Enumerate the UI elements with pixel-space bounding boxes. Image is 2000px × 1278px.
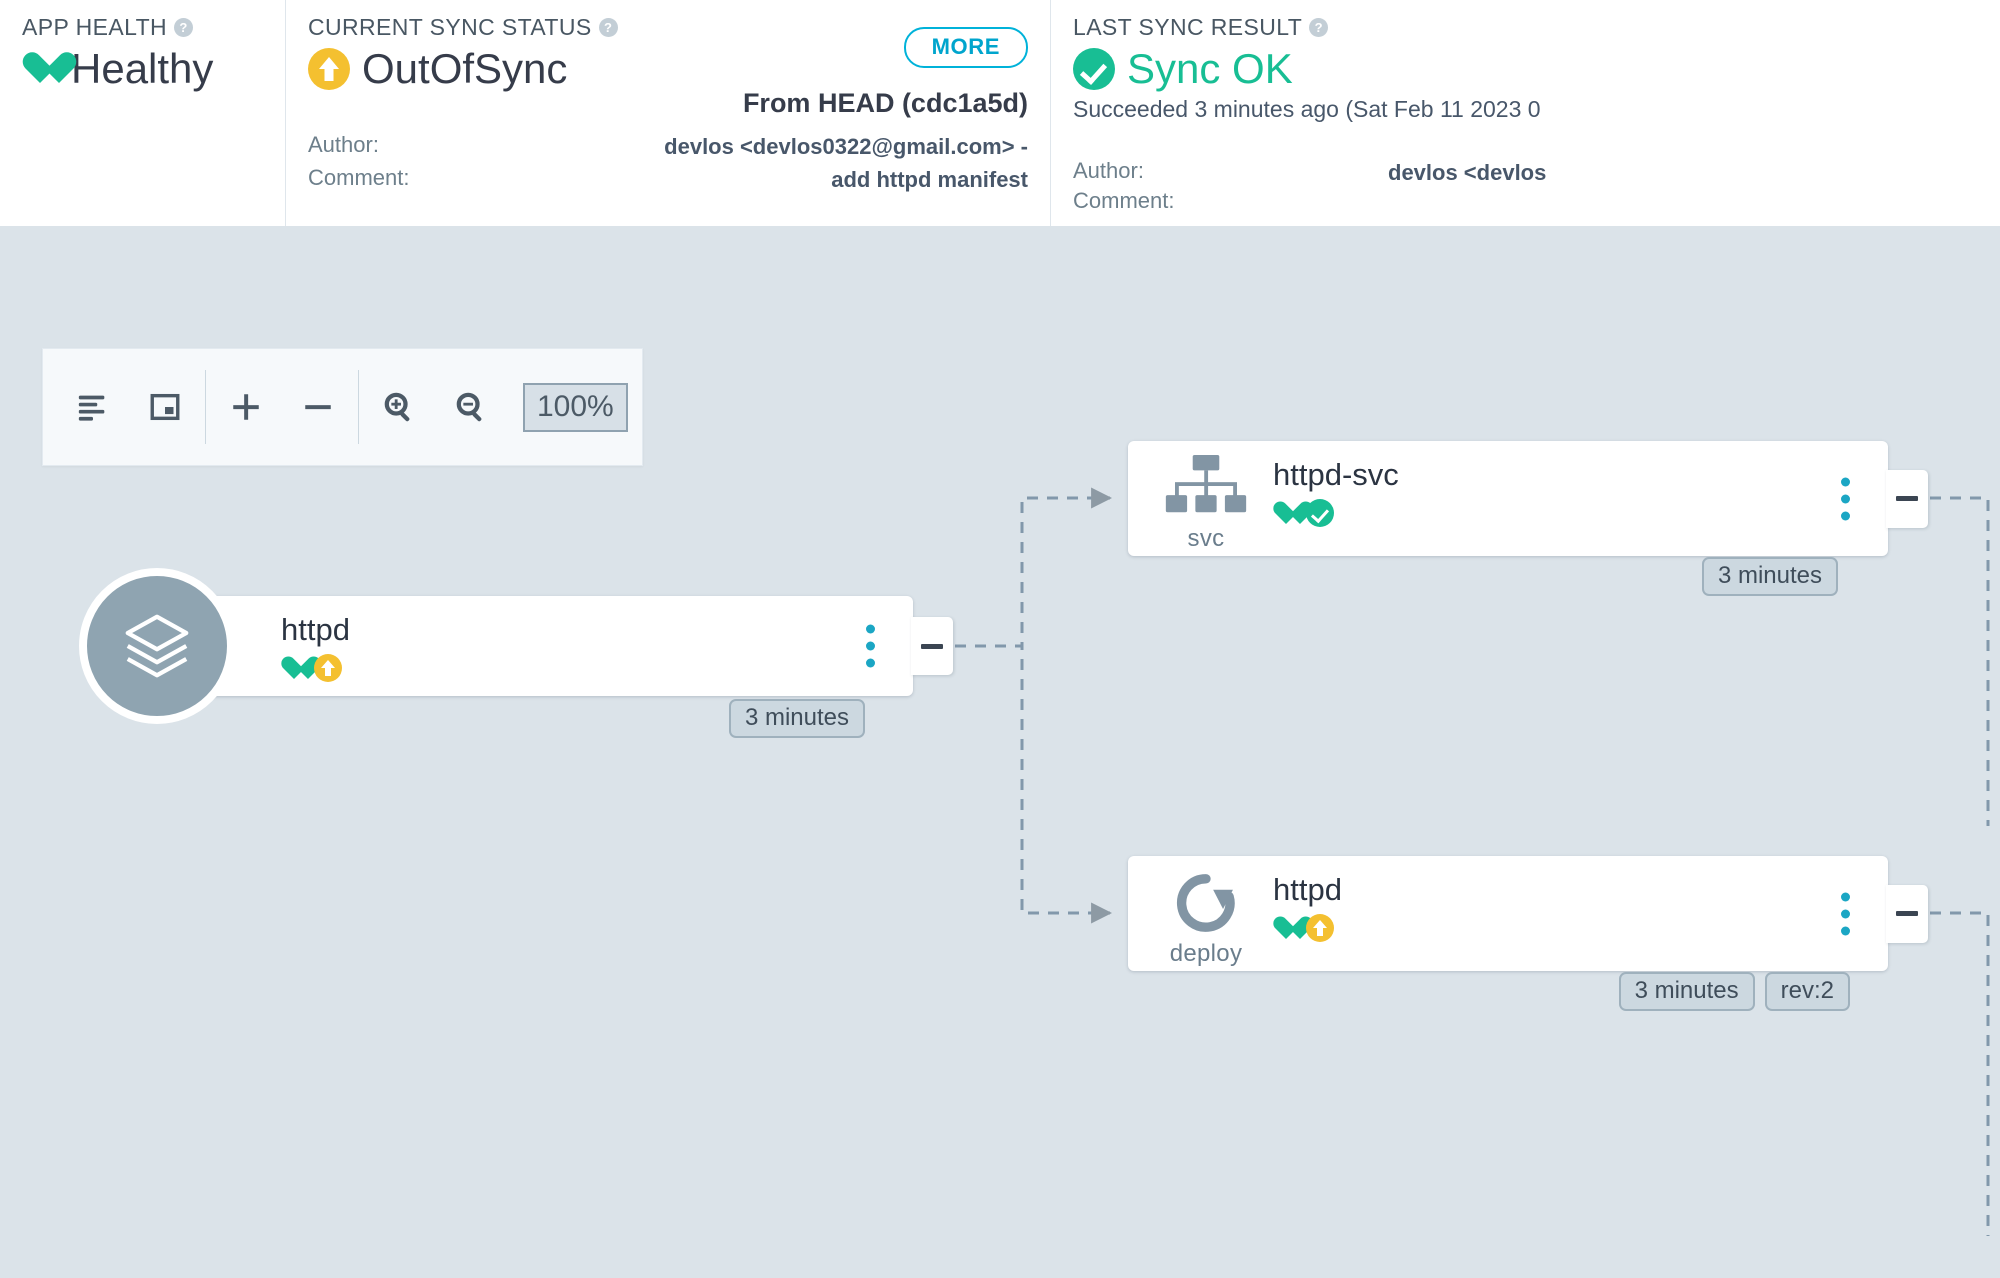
last-sync-result-panel: LAST SYNC RESULT ? Sync OK Succeeded 3 m… xyxy=(1050,0,2000,226)
current-sync-status-title-label: CURRENT SYNC STATUS xyxy=(308,14,592,40)
help-circle-icon[interactable]: ? xyxy=(598,18,618,37)
last-sync-result-value: Sync OK xyxy=(1073,45,1978,92)
toolbar-divider xyxy=(205,370,206,444)
heart-icon xyxy=(1273,501,1300,526)
node-pill-row: 3 minutes xyxy=(728,699,865,738)
node-title: httpd-svc xyxy=(1273,457,1399,492)
graph-node-svc-httpd-svc[interactable]: svc httpd-svc 3 minutes xyxy=(1128,441,1928,596)
collapse-all-button[interactable] xyxy=(282,349,354,465)
arrow-up-circle-icon xyxy=(1306,914,1334,942)
last-sync-comment-label: Comment: xyxy=(1073,188,1175,213)
list-lines-icon xyxy=(78,395,105,421)
graph-node-app-httpd[interactable]: httpd 3 minutes xyxy=(79,568,953,738)
rotate-arrow-glyph xyxy=(1177,874,1235,932)
last-sync-result-text: Sync OK xyxy=(1127,45,1293,92)
sync-revision: From HEAD (cdc1a5d) xyxy=(742,88,1028,118)
layers-stack-icon xyxy=(125,614,189,678)
fit-screen-icon xyxy=(150,393,180,421)
current-sync-meta: Author: devlos <devlos0322@gmail.com> - … xyxy=(308,132,1028,196)
kebab-menu-icon[interactable] xyxy=(1841,892,1850,935)
last-sync-author-label: Author: xyxy=(1073,158,1144,183)
last-sync-result-title: LAST SYNC RESULT ? xyxy=(1073,14,1978,41)
application-avatar xyxy=(79,568,235,724)
rotate-arrow-icon xyxy=(1158,870,1254,941)
current-sync-author-row: Author: devlos <devlos0322@gmail.com> - xyxy=(308,132,1028,163)
arrow-up-circle-icon xyxy=(308,47,350,90)
zoom-in-button[interactable] xyxy=(363,349,435,465)
node-pill-row: 3 minutes xyxy=(1701,557,1838,596)
current-sync-status-title: CURRENT SYNC STATUS ? xyxy=(308,14,1028,41)
service-tree-icon xyxy=(1158,455,1254,522)
node-pill-row: 3 minutes rev:2 xyxy=(1618,972,1850,1011)
kebab-menu-icon[interactable] xyxy=(866,624,875,668)
fit-to-screen-button[interactable] xyxy=(129,349,201,465)
help-circle-icon[interactable]: ? xyxy=(174,18,194,37)
app-health-status: Healthy xyxy=(22,45,263,92)
current-sync-comment-label: Comment: xyxy=(308,164,410,190)
last-sync-meta: Author: devlos <devlos Comment: xyxy=(1073,158,1978,218)
node-age-pill: 3 minutes xyxy=(1618,972,1755,1011)
more-button[interactable]: MORE xyxy=(903,27,1028,68)
last-sync-comment-row: Comment: xyxy=(1073,188,1978,218)
app-health-status-text: Healthy xyxy=(71,45,214,92)
expand-all-button[interactable] xyxy=(210,349,282,465)
current-sync-status-text: OutOfSync xyxy=(362,45,568,92)
heart-icon xyxy=(281,656,308,681)
magnifier-minus-icon xyxy=(456,392,482,422)
help-circle-icon[interactable]: ? xyxy=(1309,18,1329,37)
node-status-badges xyxy=(1273,499,1334,527)
last-sync-author-row: Author: devlos <devlos xyxy=(1073,158,1978,188)
node-age-pill: 3 minutes xyxy=(1701,557,1838,596)
current-sync-author-label: Author: xyxy=(308,132,379,157)
collapse-minus-icon[interactable] xyxy=(1886,884,1928,943)
minus-icon xyxy=(305,405,331,410)
app-health-title-label: APP HEALTH xyxy=(22,14,168,40)
toolbar-divider xyxy=(358,370,359,444)
check-circle-icon xyxy=(1306,499,1334,527)
node-age-pill: 3 minutes xyxy=(728,699,865,738)
current-sync-comment-row: Comment: add httpd manifest xyxy=(308,165,1028,196)
current-sync-author-value: devlos <devlos0322@gmail.com> - xyxy=(664,134,1028,159)
heart-icon xyxy=(22,52,59,86)
app-health-title: APP HEALTH ? xyxy=(22,14,263,41)
graph-node-deploy-httpd[interactable]: deploy httpd 3 minutes rev:2 xyxy=(1128,856,1928,1011)
toggle-compact-view-button[interactable] xyxy=(57,349,129,465)
check-circle-icon xyxy=(1073,47,1115,90)
arrow-up-circle-icon xyxy=(314,654,342,682)
last-sync-succeeded-text: Succeeded 3 minutes ago (Sat Feb 11 2023… xyxy=(1073,96,1541,123)
zoom-level-input[interactable]: 100% xyxy=(523,382,628,432)
app-health-panel: APP HEALTH ? Healthy xyxy=(0,0,285,226)
current-sync-comment-value: add httpd manifest xyxy=(831,166,1028,192)
node-kind-label: svc xyxy=(1187,525,1225,552)
node-status-badges xyxy=(1273,914,1334,942)
graph-toolbar[interactable]: 100% xyxy=(42,348,643,466)
current-sync-status-panel: CURRENT SYNC STATUS ? OutOfSync MORE Fro… xyxy=(285,0,1050,226)
service-tree-glyph xyxy=(1165,455,1247,513)
current-sync-status-value: OutOfSync xyxy=(308,45,1028,92)
node-kind-label: deploy xyxy=(1169,940,1243,967)
magnifier-plus-icon xyxy=(384,392,410,422)
kebab-menu-icon[interactable] xyxy=(1841,477,1850,520)
last-sync-author-value: devlos <devlos xyxy=(1388,160,1547,185)
zoom-out-button[interactable] xyxy=(435,349,507,465)
last-sync-result-title-label: LAST SYNC RESULT xyxy=(1073,14,1303,40)
node-title: httpd xyxy=(281,612,350,647)
node-revision-pill: rev:2 xyxy=(1764,972,1850,1011)
node-title: httpd xyxy=(1273,872,1342,907)
plus-icon xyxy=(233,394,259,420)
app-summary-bar: APP HEALTH ? Healthy CURRENT SYNC STATUS… xyxy=(0,0,2000,226)
heart-icon xyxy=(1273,916,1300,941)
resource-graph-canvas[interactable]: 100% httpd 3 minutes xyxy=(0,226,2000,1278)
collapse-minus-icon[interactable] xyxy=(1886,469,1928,528)
node-status-badges xyxy=(281,654,342,682)
collapse-minus-icon[interactable] xyxy=(911,617,953,675)
